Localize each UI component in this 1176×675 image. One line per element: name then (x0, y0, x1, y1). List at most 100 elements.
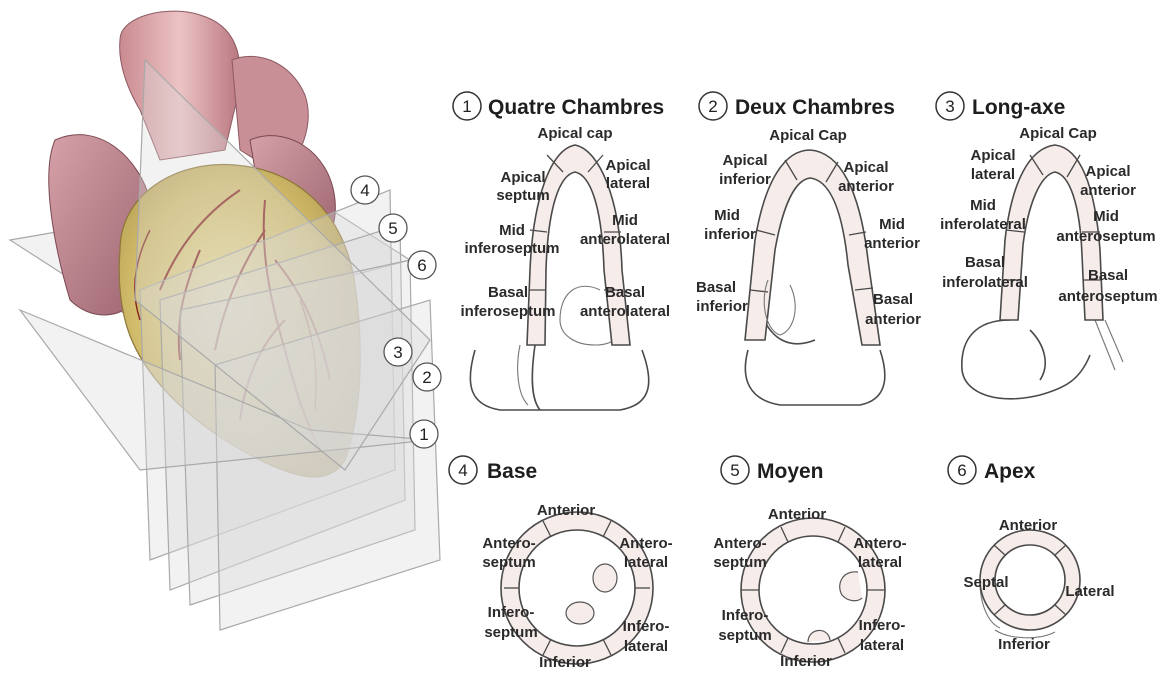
view-title: Quatre Chambres (488, 96, 664, 119)
segment-label: septum (718, 627, 771, 644)
segment-label: Apical (500, 169, 545, 186)
segment-label: 5 (388, 219, 397, 238)
segment-label: Mid (1093, 208, 1119, 225)
segment-label: septum (713, 554, 766, 571)
segment-label: Basal (488, 284, 528, 301)
segment-label: inferior (696, 298, 748, 315)
segment-label: septum (496, 187, 549, 204)
segment-label: Moyen (757, 460, 824, 483)
segment-label: 6 (417, 256, 426, 275)
segment-label: Apical (970, 147, 1015, 164)
segment-label: 2 (708, 97, 717, 116)
view-moyen: 5 Moyen Anterior Antero- septum Antero- … (713, 456, 906, 670)
segment-label: Basal (696, 279, 736, 296)
segment-label: inferoseptum (464, 240, 559, 257)
segment-label: Anterior (537, 502, 596, 519)
segment-label: Long-axe (972, 96, 1065, 119)
segment-label: Infero- (859, 617, 906, 634)
plane-marker-6: 6 (408, 251, 436, 279)
diagram-shape (1030, 330, 1045, 380)
segment-label: Apical Cap (769, 127, 847, 144)
plane-marker-4: 4 (351, 176, 379, 204)
segment-label: Anterior (768, 506, 827, 523)
segment-label: lateral (971, 166, 1015, 183)
segment-label: Antero- (482, 535, 535, 552)
segment-label: lateral (858, 554, 902, 571)
segment-label: Apical (722, 152, 767, 169)
segment-label: 3 (393, 343, 402, 362)
segment-label: anterior (838, 178, 894, 195)
segment-label: Basal (605, 284, 645, 301)
segment-label: anterolateral (580, 303, 670, 320)
diagram-shape (1095, 320, 1123, 370)
segment-label: Basal (873, 291, 913, 308)
diagram-shape (593, 564, 617, 592)
segment-label: Infero- (722, 607, 769, 624)
segment-label: Infero- (488, 604, 535, 621)
segment-label: Basal (1088, 267, 1128, 284)
segment-label: 6 (957, 461, 966, 480)
segment-label: septum (482, 554, 535, 571)
segment-label: Apex (984, 460, 1036, 483)
segment-label: Mid (879, 216, 905, 233)
segment-label: inferolateral (940, 216, 1026, 233)
segment-label: 5 (730, 461, 739, 480)
diagram-shape (470, 350, 648, 410)
segment-label: lateral (606, 175, 650, 192)
plane-marker-1: 1 (410, 420, 438, 448)
view-base: 4 Base Anterior Antero- septum Antero- l… (449, 456, 673, 671)
segment-label: Inferior (539, 654, 591, 671)
segment-label: Apical (1085, 163, 1130, 180)
diagram-shape (566, 602, 594, 624)
segment-label: Septal (963, 574, 1008, 591)
segment-label: 3 (945, 97, 954, 116)
segment-label: Apical (843, 159, 888, 176)
segment-label: 4 (360, 181, 369, 200)
segment-label: Deux Chambres (735, 96, 895, 119)
diagram-shape (518, 345, 528, 405)
segment-label: anterior (865, 311, 921, 328)
segment-label: Mid (970, 197, 996, 214)
segment-label: septum (484, 624, 537, 641)
segment-label: Inferior (780, 653, 832, 670)
plane-marker-5: 5 (379, 214, 407, 242)
diagram-shape (532, 345, 540, 410)
segment-label: Anterior (999, 517, 1058, 534)
segment-label: lateral (624, 638, 668, 655)
segment-label: Apical cap (537, 125, 612, 142)
segment-label: Lateral (1065, 583, 1114, 600)
diagram-shape (745, 350, 884, 405)
segment-label: Basal (965, 254, 1005, 271)
segment-label: inferior (719, 171, 771, 188)
view-two-chamber: 2 Deux Chambres Apical Cap Apical inferi… (696, 92, 921, 405)
segment-label: Antero- (853, 535, 906, 552)
plane-marker-2: 2 (413, 363, 441, 391)
view-long-axis: 3 Long-axe Apical Cap Apical lateral Api… (936, 92, 1158, 399)
segment-label: Infero- (623, 618, 670, 635)
segment-label: anteroseptum (1056, 228, 1155, 245)
segment-label: Antero- (713, 535, 766, 552)
view-four-chamber: 1 Quatre Chambres Apical cap Apical sept… (453, 92, 670, 410)
view-apex: 6 Apex Anterior Septal Lateral Inferior (948, 456, 1115, 653)
segment-label: anterior (1080, 182, 1136, 199)
heart-illustration: 4 5 6 3 2 1 (10, 11, 441, 630)
segment-label: Inferior (998, 636, 1050, 653)
diagram-shape (962, 320, 1090, 399)
segment-label: anteroseptum (1058, 288, 1157, 305)
segment-label: Antero- (619, 535, 672, 552)
segment-label: Mid (612, 212, 638, 229)
view-number: 1 (462, 97, 471, 116)
segment-label: Apical (605, 157, 650, 174)
segment-label: inferolateral (942, 274, 1028, 291)
segment-label: inferior (704, 226, 756, 243)
segment-label: 1 (419, 425, 428, 444)
segment-label: lateral (860, 637, 904, 654)
segment-label: anterior (864, 235, 920, 252)
segment-label: lateral (624, 554, 668, 571)
segment-label: Mid (499, 222, 525, 239)
segment-label: 2 (422, 368, 431, 387)
segment-label: Apical Cap (1019, 125, 1097, 142)
segment-label: Base (487, 460, 537, 483)
plane-marker-3: 3 (384, 338, 412, 366)
